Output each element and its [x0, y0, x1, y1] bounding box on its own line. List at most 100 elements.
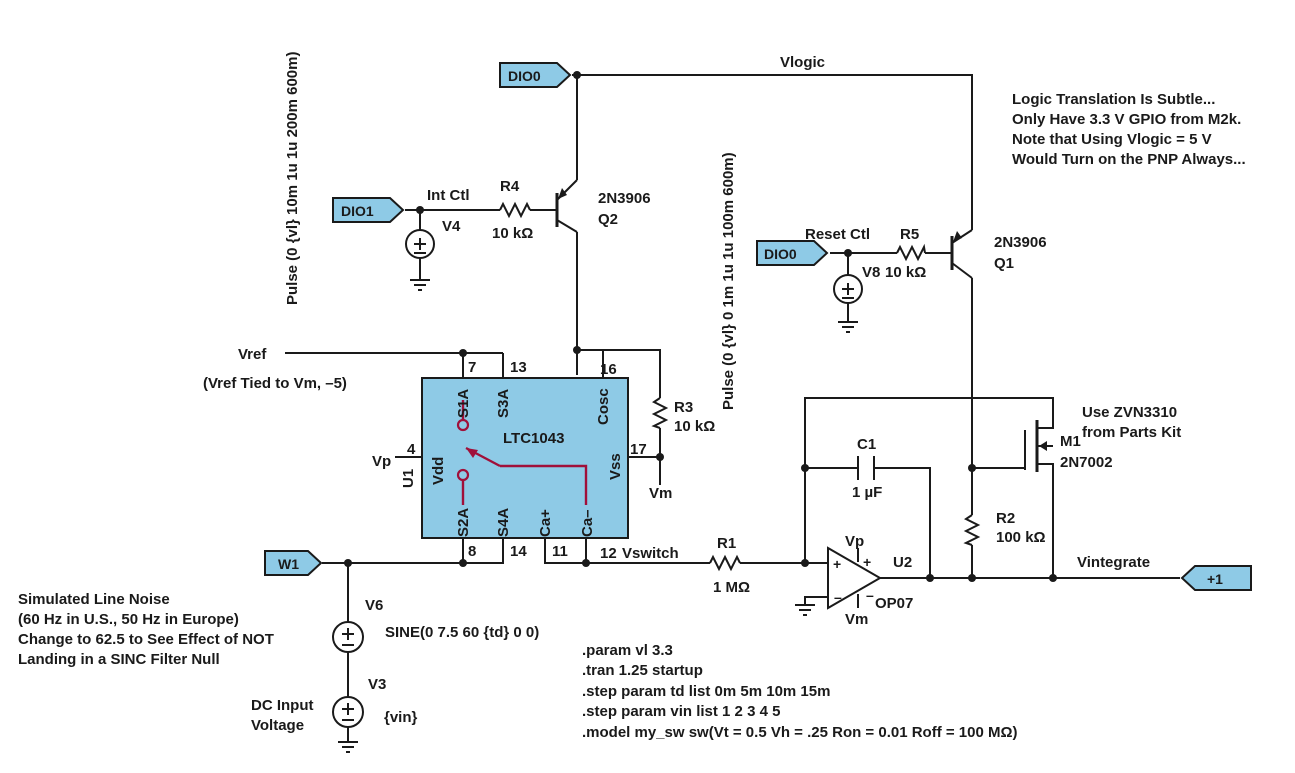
- capacitor-c1: [857, 456, 875, 480]
- svg-text:DIO0: DIO0: [764, 246, 797, 262]
- v6-value: SINE(0 7.5 60 {td} 0 0): [385, 624, 539, 641]
- chip-ref: U1: [400, 469, 417, 488]
- port-w1: W1: [264, 550, 323, 576]
- resistor-r1: [709, 554, 741, 572]
- v3-name: V3: [368, 676, 386, 693]
- net-vp-left: Vp: [372, 453, 391, 470]
- r4-name: R4: [500, 178, 520, 195]
- net-reset-ctl: Reset Ctl: [805, 226, 870, 243]
- resistor-r4: [499, 201, 531, 219]
- v3-value: {vin}: [384, 709, 418, 726]
- q1-name: Q1: [994, 255, 1014, 272]
- chip-part: LTC1043: [503, 430, 564, 447]
- v6-name: V6: [365, 597, 383, 614]
- svg-text:Landing in a SINC Filter Null: Landing in a SINC Filter Null: [18, 651, 220, 668]
- r5-value: 10 kΩ: [885, 264, 926, 281]
- svg-text:+: +: [863, 554, 871, 570]
- ltc1043-chip: [421, 377, 629, 539]
- r4-value: 10 kΩ: [492, 225, 533, 242]
- dc-input-line2: Voltage: [251, 717, 304, 734]
- pin-vss: Vss: [607, 453, 624, 480]
- r3-value: 10 kΩ: [674, 418, 715, 435]
- net-int-ctl: Int Ctl: [427, 187, 470, 204]
- resistor-r2: [963, 514, 981, 546]
- svg-text:.model my_sw sw(Vt = 0.5 Vh =: .model my_sw sw(Vt = 0.5 Vh = .25 Ron = …: [582, 724, 1018, 741]
- net-vm-right: Vm: [649, 485, 672, 502]
- v4-name: V4: [442, 218, 461, 235]
- voltage-source-v3: [332, 696, 364, 728]
- svg-text:Logic Translation Is Subtle...: Logic Translation Is Subtle...: [1012, 91, 1215, 108]
- svg-text:.step param vin list 1 2 3 4 5: .step param vin list 1 2 3 4 5: [582, 703, 780, 720]
- pin-num-11: 11: [552, 543, 568, 560]
- svg-text:+1: +1: [1207, 571, 1223, 587]
- voltage-source-v6: [332, 621, 364, 653]
- resistor-r3: [651, 397, 669, 429]
- r2-value: 100 kΩ: [996, 529, 1046, 546]
- pin-ca-plus: Ca+: [537, 509, 554, 537]
- svg-text:Simulated Line Noise: Simulated Line Noise: [18, 591, 170, 608]
- parts-kit-note: Use ZVN3310 from Parts Kit: [1082, 404, 1181, 441]
- q2-part: 2N3906: [598, 190, 651, 207]
- svg-text:.tran 1.25 startup: .tran 1.25 startup: [582, 662, 703, 679]
- r1-name: R1: [717, 535, 736, 552]
- vref-note: (Vref Tied to Vm, –5): [203, 375, 347, 392]
- svg-text:Note that Using Vlogic = 5 V: Note that Using Vlogic = 5 V: [1012, 131, 1212, 148]
- pin-num-12: 12: [600, 545, 617, 562]
- svg-text:+: +: [833, 556, 841, 572]
- v8-name: V8: [862, 264, 880, 281]
- spice-directives: .param vl 3.3 .tran 1.25 startup .step p…: [582, 642, 1018, 741]
- pin-num-7: 7: [468, 359, 476, 376]
- c1-value: 1 µF: [852, 484, 882, 501]
- port-dio0-top: DIO0: [499, 62, 572, 88]
- mosfet-m1: [1024, 420, 1054, 472]
- svg-text:.step param td list 0m 5m 10m: .step param td list 0m 5m 10m 15m: [582, 683, 830, 700]
- svg-text:W1: W1: [278, 556, 299, 572]
- pin-num-4: 4: [407, 441, 416, 458]
- pin-num-13: 13: [510, 359, 527, 376]
- svg-text:Only Have 3.3 V GPIO from M2k.: Only Have 3.3 V GPIO from M2k.: [1012, 111, 1241, 128]
- net-vlogic: Vlogic: [780, 54, 825, 71]
- pin-num-8: 8: [468, 543, 476, 560]
- svg-text:from Parts Kit: from Parts Kit: [1082, 424, 1181, 441]
- line-noise-note: Simulated Line Noise (60 Hz in U.S., 50 …: [18, 591, 274, 668]
- svg-text:Change to 62.5 to See Effect o: Change to 62.5 to See Effect of NOT: [18, 631, 274, 648]
- pin-s1a: S1A: [455, 389, 472, 418]
- resistor-r5: [896, 243, 926, 262]
- q1-part: 2N3906: [994, 234, 1047, 251]
- pin-s4a: S4A: [495, 508, 512, 537]
- m1-part: 2N7002: [1060, 454, 1113, 471]
- net-vintegrate: Vintegrate: [1077, 554, 1150, 571]
- v8-pulse-spec: Pulse (0 {vl} 0 1m 1u 1u 100m 600m): [720, 152, 737, 410]
- dc-input-line1: DC Input: [251, 697, 313, 714]
- pin-vdd: Vdd: [430, 457, 447, 485]
- port-dio1: DIO1: [332, 197, 405, 223]
- pin-s2a: S2A: [455, 508, 472, 537]
- port-out: +1: [1180, 565, 1252, 591]
- pin-num-17: 17: [630, 441, 647, 458]
- pin-s3a: S3A: [495, 389, 512, 418]
- svg-text:–: –: [834, 589, 842, 605]
- opamp-vm: Vm: [845, 611, 868, 628]
- ground-symbols: [338, 279, 858, 753]
- svg-text:DIO0: DIO0: [508, 68, 541, 84]
- svg-text:(60 Hz in U.S., 50 Hz in Europ: (60 Hz in U.S., 50 Hz in Europe): [18, 611, 239, 628]
- logic-translation-note: Logic Translation Is Subtle... Only Have…: [1012, 91, 1246, 168]
- transistor-q2: [555, 179, 578, 233]
- opamp-vp: Vp: [845, 533, 864, 550]
- svg-text:Use ZVN3310: Use ZVN3310: [1082, 404, 1177, 421]
- r3-name: R3: [674, 399, 693, 416]
- c1-name: C1: [857, 436, 876, 453]
- junction-dots: [344, 71, 1057, 582]
- m1-name: M1: [1060, 433, 1081, 450]
- svg-text:Would Turn on the PNP Always..: Would Turn on the PNP Always...: [1012, 151, 1246, 168]
- pin-num-16: 16: [600, 361, 617, 378]
- r1-value: 1 MΩ: [713, 579, 750, 596]
- u2-part: OP07: [875, 595, 913, 612]
- pin-num-14: 14: [510, 543, 527, 560]
- pin-ca-minus: Ca–: [579, 509, 596, 537]
- r2-name: R2: [996, 510, 1015, 527]
- net-vref: Vref: [238, 346, 267, 363]
- voltage-source-v4: [405, 229, 435, 259]
- q2-name: Q2: [598, 211, 618, 228]
